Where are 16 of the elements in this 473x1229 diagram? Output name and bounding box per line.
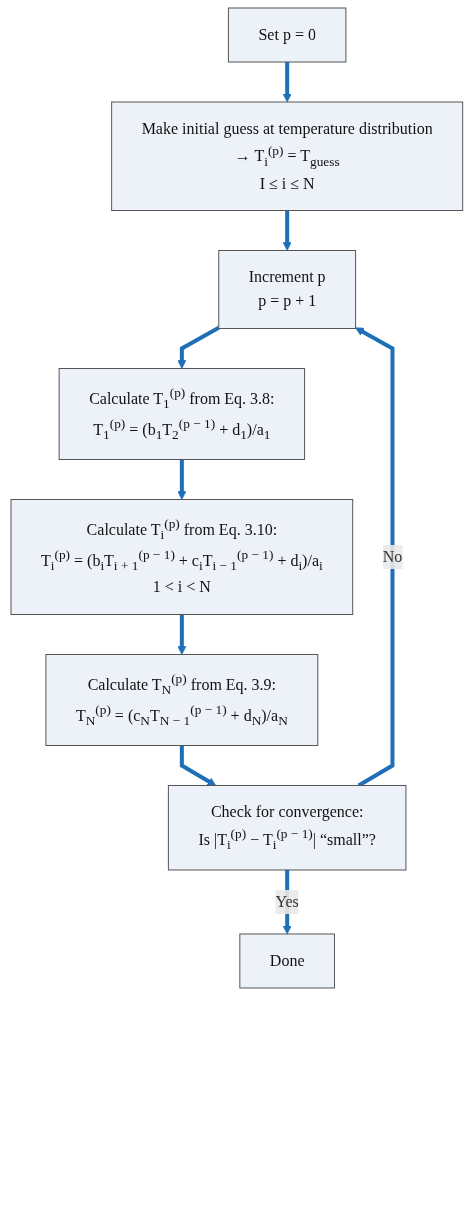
node-box: Increment p p = p + 1: [217, 250, 356, 329]
node-box: Calculate T$_{N}$$^{(p)}$ from Eq. 3.9: T$_{N}$$^{(p)}$ = (c$_{N}$T$_{N − 1}$$^{(p − 1)}$ + d$_{N}$)/a$_{N}$: [45, 654, 318, 746]
node-box: Check for convergence: Is |T$_{i}$$^{(p)}$ − T$_{i}$$^{(p − 1)}$| “small”?: [167, 785, 407, 871]
arrow: [177, 459, 186, 500]
node-box: Make initial guess at temperature distribution → T$_{i}$$^{(p)}$ = T$_{guess}$ I ≤ i ≤ N: [110, 101, 463, 211]
node-box: Calculate T$_{1}$$^{(p)}$ from Eq. 3.8: T$_{1}$$^{(p)}$ = (b$_{1}$T$_{2}$$^{(p − 1)}$ + d$_{1}$)/a$_{1}$: [58, 368, 305, 460]
edge-label: Yes: [275, 892, 299, 910]
node-box: Done: [239, 933, 335, 989]
node-box: Calculate T$_{i}$$^{(p)}$ from Eq. 3.10: T$_{i}$$^{(p)}$ = (b$_{i}$T$_{i + 1}$$^{(p − 1)}$ + c$_{i}$T$_{i − 1}$$^{(p − 1)}$ + d$_{i}$)/a$_{i}$ 1 < i < N: [10, 499, 353, 615]
node-box: Set p = 0: [227, 7, 347, 63]
arrow: [177, 614, 186, 655]
arrow: [282, 62, 292, 103]
arrow: [179, 745, 216, 786]
arrow: [282, 210, 292, 251]
edge-label: No: [382, 547, 402, 565]
arrow: [177, 326, 220, 369]
